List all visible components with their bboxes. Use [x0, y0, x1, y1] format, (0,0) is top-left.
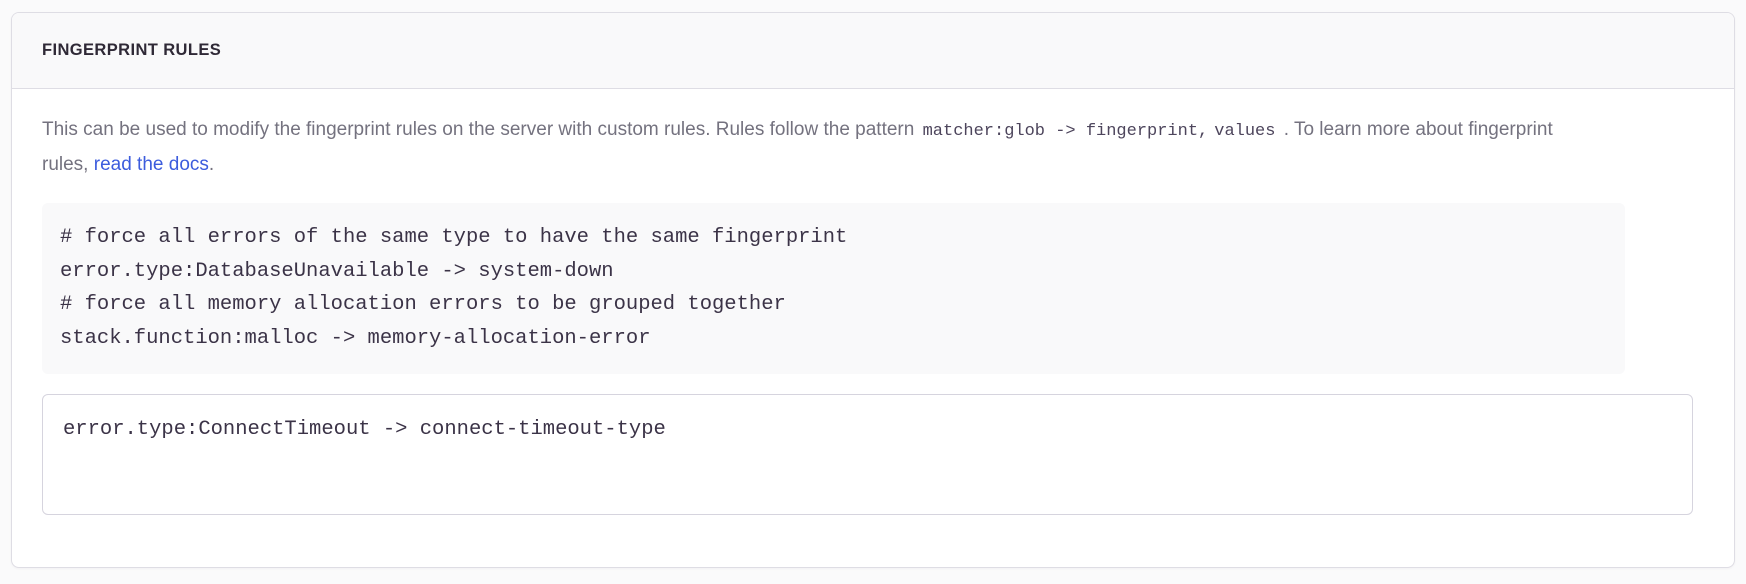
read-the-docs-link[interactable]: read the docs: [93, 154, 209, 175]
example-code-block: # force all errors of the same type to h…: [42, 203, 1625, 374]
fingerprint-rules-input[interactable]: [42, 394, 1693, 515]
description-text: This can be used to modify the fingerpri…: [42, 113, 1602, 181]
page-title: FINGERPRINT RULES: [42, 41, 222, 60]
inline-code-pattern: matcher:glob -> fingerprint,: [922, 122, 1209, 141]
inline-code-values: values: [1214, 122, 1276, 141]
description-part-2: . To learn more about fingerprint rules,: [42, 119, 1553, 175]
description-part-1: This can be used to modify the fingerpri…: [42, 119, 920, 140]
description-part-3: .: [208, 154, 215, 175]
fingerprint-rules-panel: FINGERPRINT RULES This can be used to mo…: [11, 12, 1735, 568]
panel-header: FINGERPRINT RULES: [12, 13, 1734, 89]
example-code-text: # force all errors of the same type to h…: [60, 226, 848, 350]
panel-body: This can be used to modify the fingerpri…: [12, 89, 1734, 515]
